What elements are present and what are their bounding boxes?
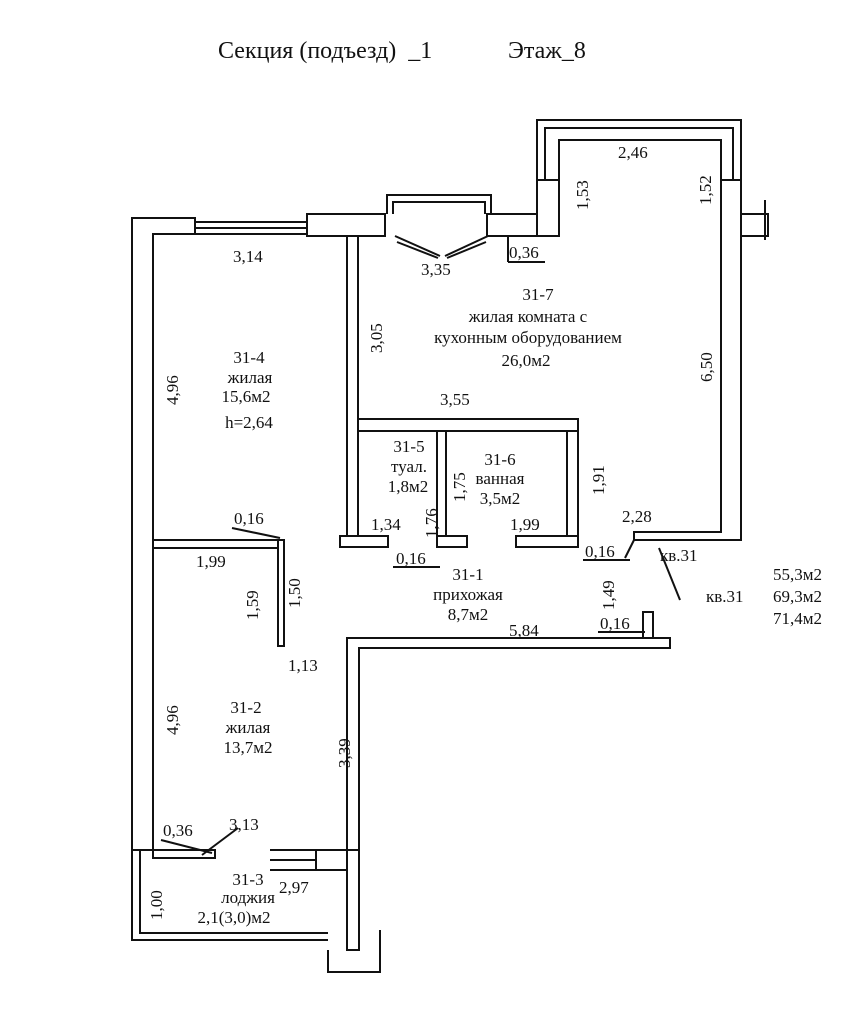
- dim-label: 1,53: [573, 180, 592, 210]
- dim-label: 0,16: [396, 549, 426, 568]
- dim-label: 3,14: [233, 247, 263, 266]
- dim-label: 2,28: [622, 507, 652, 526]
- room-7-area: 26,0м2: [501, 351, 550, 370]
- dim-label: 1,52: [696, 175, 715, 205]
- apartment-area-with-loggia: 71,4м2: [773, 609, 822, 628]
- dim-label: 3,05: [367, 323, 386, 353]
- dim-label: 6,50: [697, 352, 716, 382]
- dim-label: 0,36: [163, 821, 193, 840]
- room-2-name: жилая: [225, 718, 271, 737]
- dim-label: 1,75: [450, 472, 469, 502]
- room-2-number: 31-2: [230, 698, 261, 717]
- dim-label: 1,76: [422, 508, 441, 538]
- top-wall-block: [306, 213, 386, 237]
- room-3-area: 2,1(3,0)м2: [197, 908, 270, 927]
- apartment-area-living: 55,3м2: [773, 565, 822, 584]
- room-1-number: 31-1: [452, 565, 483, 584]
- wall-room7-west: [346, 235, 359, 537]
- hall-south-wall: [346, 637, 671, 851]
- room-3-number: 31-3: [232, 870, 263, 889]
- apartment-tag: кв.31: [706, 587, 744, 606]
- floor-title: Этаж_8: [508, 38, 586, 64]
- dim-label: 1,00: [147, 890, 166, 920]
- dim-label: 3,55: [440, 390, 470, 409]
- dim-label: 3,39: [335, 738, 354, 768]
- dim-label: 1,99: [510, 515, 540, 534]
- room-7-name-1: жилая комната с: [468, 307, 588, 326]
- room-5-name: туал.: [391, 457, 427, 476]
- apartment-area-total: 69,3м2: [773, 587, 822, 606]
- room-5-area: 1,8м2: [388, 477, 429, 496]
- dim-label: 3,13: [229, 815, 259, 834]
- top-wall-right: [486, 213, 538, 237]
- dim-label: 3,35: [421, 260, 451, 279]
- dim-label: 4,96: [163, 375, 182, 405]
- leader-line: [658, 547, 681, 601]
- room-4-area: 15,6м2: [221, 387, 270, 406]
- section-title: Секция (подъезд) _1: [218, 38, 433, 64]
- wall-room4-room2: [152, 539, 284, 549]
- room-4-name: жилая: [227, 368, 273, 387]
- room-2-area: 13,7м2: [223, 738, 272, 757]
- room-7-number: 31-7: [522, 285, 554, 304]
- dim-label: 1,34: [371, 515, 401, 534]
- room-5-number: 31-5: [393, 437, 424, 456]
- room-6-area: 3,5м2: [480, 489, 521, 508]
- dim-label: 2,97: [279, 878, 309, 897]
- dim-label: 1,59: [243, 590, 262, 620]
- room-4-height: h=2,64: [225, 413, 273, 432]
- room-4-number: 31-4: [233, 348, 265, 367]
- dim-label: 1,13: [288, 656, 318, 675]
- room-6-number: 31-6: [484, 450, 515, 469]
- loggia-rail: [131, 850, 328, 941]
- bay-window: [386, 194, 492, 214]
- dim-label: 0,16: [234, 509, 264, 528]
- dim-label: 0,36: [509, 243, 539, 262]
- dim-label: 1,49: [599, 580, 618, 610]
- dim-label: 5,84: [509, 621, 539, 640]
- wall-bath-north: [357, 418, 579, 432]
- dim-label: 0,16: [600, 614, 630, 633]
- dim-label: 1,91: [589, 465, 608, 495]
- room-7-name-2: кухонным оборудованием: [434, 328, 622, 347]
- room-6-name: ванная: [476, 469, 525, 488]
- dim-label: 0,16: [585, 542, 615, 561]
- dim-label: 2,46: [618, 143, 648, 162]
- dim-label: 1,99: [196, 552, 226, 571]
- dim-label: 4,96: [163, 705, 182, 735]
- room-1-name: прихожая: [433, 585, 503, 604]
- room-3-name: лоджия: [221, 888, 275, 907]
- apartment-tag: кв.31: [660, 546, 698, 565]
- left-exterior-wall: [131, 217, 196, 851]
- room-1-area: 8,7м2: [448, 605, 489, 624]
- right-exterior-wall: [633, 179, 742, 541]
- dim-label: 1,50: [285, 578, 304, 608]
